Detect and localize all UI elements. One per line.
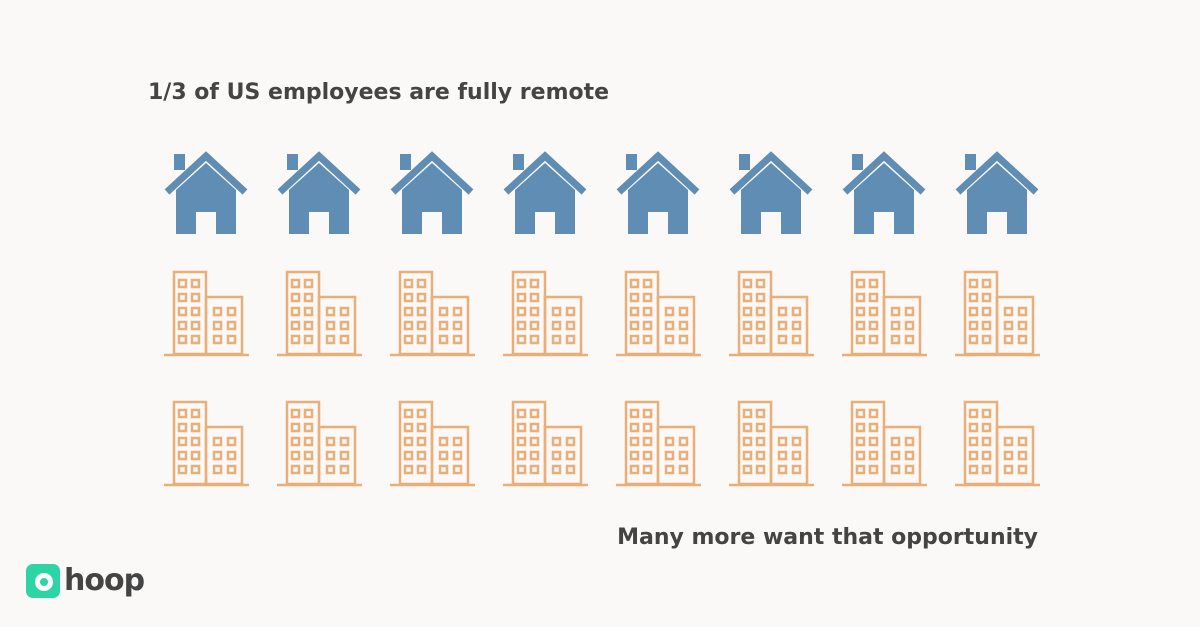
office-building-icon (164, 400, 249, 487)
house-icon (164, 151, 248, 234)
office-building-icon (729, 400, 814, 487)
caption: Many more want that opportunity (617, 525, 1038, 550)
headline: 1/3 of US employees are fully remote (148, 80, 610, 105)
office-building-icon (616, 270, 701, 357)
hoop-logo: hoop (26, 563, 145, 598)
office-building-icon (842, 270, 927, 357)
office-building-icon (277, 400, 362, 487)
office-building-icon (616, 400, 701, 487)
house-icon (277, 151, 361, 234)
office-building-icon (390, 270, 475, 357)
house-icon (842, 151, 926, 234)
office-building-icon (842, 400, 927, 487)
office-row-2 (162, 400, 1041, 488)
office-building-icon (729, 270, 814, 357)
house-icon (729, 151, 813, 234)
office-building-icon (164, 270, 249, 357)
office-building-icon (955, 400, 1040, 487)
office-building-icon (503, 400, 588, 487)
house-row (162, 150, 1041, 238)
logo-text: hoop (64, 563, 145, 598)
house-icon (616, 151, 700, 234)
office-row-1 (162, 270, 1041, 358)
office-building-icon (277, 270, 362, 357)
house-icon (955, 151, 1039, 234)
office-building-icon (390, 400, 475, 487)
office-building-icon (955, 270, 1040, 357)
office-building-icon (503, 270, 588, 357)
logo-mark-icon (26, 563, 60, 598)
house-icon (503, 151, 587, 234)
house-icon (390, 151, 474, 234)
